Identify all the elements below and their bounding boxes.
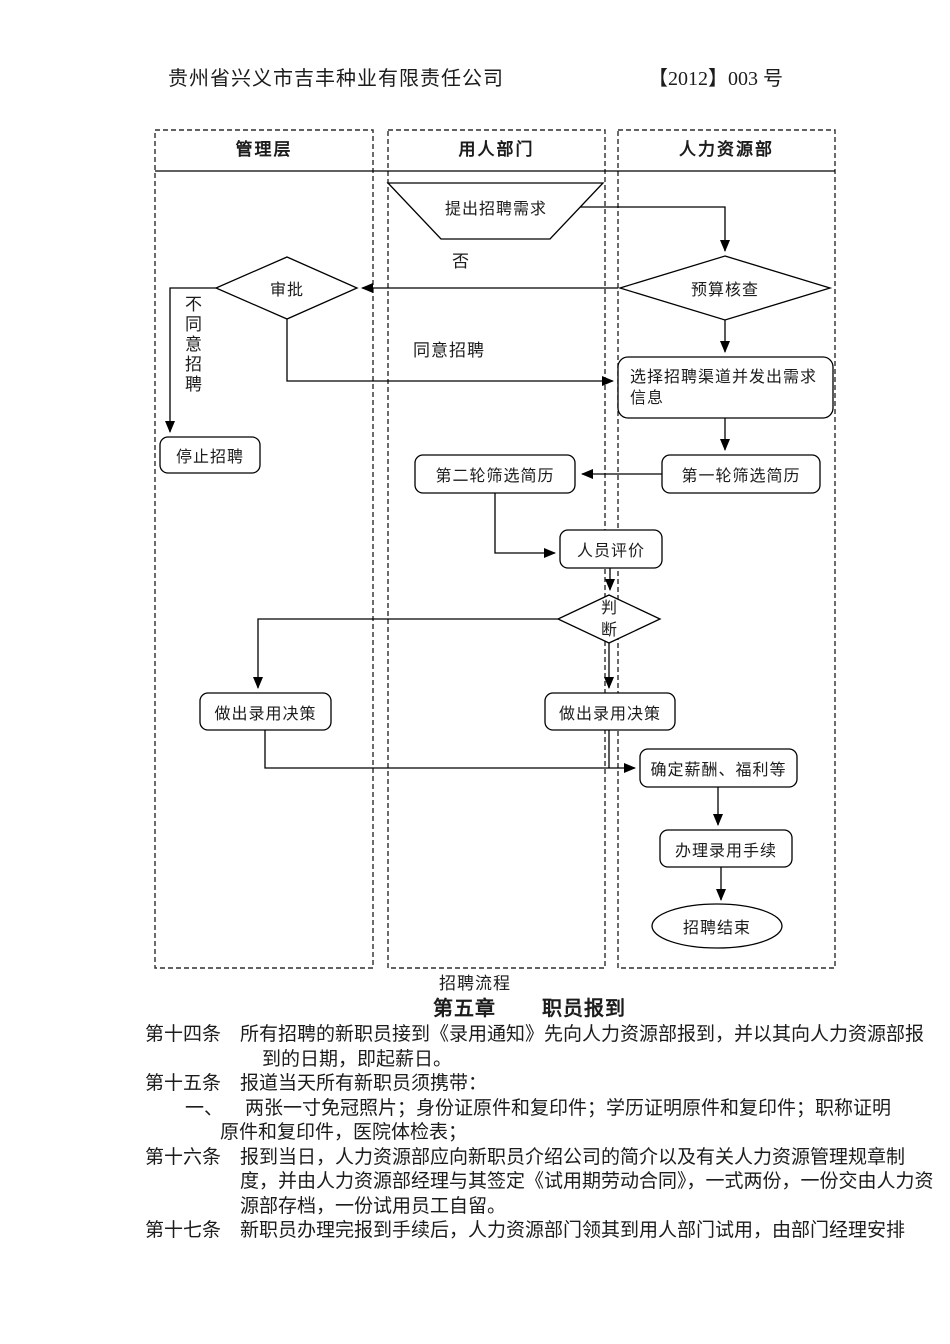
article-14-line-1: 第十四条 所有招聘的新职员接到《录用通知》先向人力资源部报到，并以其向人力资源部…	[0, 1023, 950, 1048]
article-16-text-3: 源部存档，一份试用员工自留。	[240, 1195, 507, 1217]
first-screen-node-label: 第一轮筛选简历	[681, 468, 801, 485]
channel-node-shape	[617, 356, 834, 419]
decide-dept-node-shape	[544, 692, 676, 731]
company-name: 贵州省兴义市吉丰种业有限责任公司	[168, 68, 504, 90]
judge-node-label-char2: 断	[600, 622, 617, 639]
second-screen-node-shape	[414, 454, 576, 494]
second-screen-node-label: 第二轮筛选简历	[435, 468, 555, 485]
salary-node-shape	[639, 748, 798, 788]
propose-node-shape	[386, 182, 605, 240]
approval-decision-shape	[214, 256, 359, 320]
lane-title-management: 管理层	[235, 140, 293, 159]
article-15-label: 第十五条	[145, 1073, 222, 1094]
article-15-item-1-line-1: 一、 两张一寸免冠照片；身份证原件和复印件；学历证明原件和复印件；职称证明	[0, 1097, 950, 1122]
edge-propose-to-budget	[580, 206, 730, 252]
edge-approval-disagree-to-stop	[165, 287, 216, 433]
article-16-line-3: 源部存档，一份试用员工自留。	[0, 1195, 950, 1220]
lane-title-hiring-department: 用人部门	[458, 140, 535, 159]
document-body: 第十四条 所有招聘的新职员接到《录用通知》先向人力资源部报到，并以其向人力资源部…	[0, 1023, 950, 1244]
edge-label-agree: 同意招聘	[413, 341, 485, 360]
article-15-line-1: 第十五条 报道当天所有新职员须携带：	[0, 1072, 950, 1097]
edge-second-screen-to-evaluate	[494, 493, 556, 558]
edge-label-no: 否	[452, 252, 470, 271]
article-17-label: 第十七条	[145, 1220, 222, 1241]
edge-decide-mgmt-to-salary	[264, 730, 636, 773]
lane-title-hr-department: 人力资源部	[679, 140, 774, 159]
article-16-line-2: 度，并由人力资源部经理与其签定《试用期劳动合同》，一式两份，一份交由人力资	[0, 1170, 950, 1195]
article-15-item-1-line-2: 原件和复印件，医院体检表；	[0, 1121, 950, 1146]
chapter-number: 第五章	[433, 998, 496, 1020]
chapter-heading: 第五章 职员报到	[433, 992, 626, 1021]
article-16-text-1: 报到当日，人力资源部应向新职员介绍公司的简介以及有关人力资源管理规章制	[240, 1146, 906, 1168]
lane-border-management	[154, 129, 374, 969]
judge-node-label-char1: 判	[600, 600, 617, 617]
stop-node-label: 停止招聘	[175, 449, 244, 466]
approval-node-label: 审批	[269, 282, 304, 299]
decide-dept-node-label: 做出录用决策	[558, 705, 661, 723]
decide-mgmt-node-label: 做出录用决策	[214, 705, 317, 723]
budget-decision-shape	[617, 255, 833, 321]
article-14-line-2: 到的日期，即起薪日。	[0, 1048, 950, 1073]
edge-judge-to-decide-mgmt	[253, 618, 558, 689]
article-15-text-1: 报道当天所有新职员须携带：	[240, 1073, 488, 1094]
article-14-label: 第十四条	[145, 1024, 222, 1045]
article-14-text-2: 到的日期，即起薪日。	[262, 1048, 453, 1070]
evaluate-node-shape	[559, 529, 663, 569]
article-16-label: 第十六条	[145, 1146, 222, 1168]
chapter-title: 职员报到	[542, 998, 626, 1020]
finish-node-label: 招聘结束	[682, 920, 751, 937]
article-15-item-1-text-1: 两张一寸免冠照片；身份证原件和复印件；学历证明原件和复印件；职称证明	[245, 1097, 892, 1119]
salary-node-label: 确定薪酬、福利等	[650, 762, 787, 779]
procedures-node-shape	[659, 829, 793, 868]
article-14-text-1: 所有招聘的新职员接到《录用通知》先向人力资源部报到，并以其向人力资源部报	[240, 1024, 925, 1045]
channel-node-label-line1: 选择招聘渠道并发出需求	[630, 368, 818, 386]
article-17-line-1: 第十七条 新职员办理完报到手续后，人力资源部门领其到用人部门试用，由部门经理安排	[0, 1219, 950, 1244]
article-16-line-1: 第十六条 报到当日，人力资源部应向新职员介绍公司的简介以及有关人力资源管理规章制	[0, 1146, 950, 1171]
article-16-text-2: 度，并由人力资源部经理与其签定《试用期劳动合同》，一式两份，一份交由人力资	[240, 1171, 934, 1192]
edge-approval-agree-to-channel	[286, 319, 614, 386]
document-number: 【2012】003 号	[648, 68, 783, 90]
article-15-item-1-text-2: 原件和复印件，医院体检表；	[220, 1122, 468, 1143]
judge-decision-shape	[556, 594, 662, 644]
article-17-text-1: 新职员办理完报到手续后，人力资源部门领其到用人部门试用，由部门经理安排	[240, 1220, 906, 1241]
finish-terminator-shape	[651, 903, 783, 949]
edge-label-disagree: 不同意招聘	[182, 295, 201, 395]
budget-node-label: 预算核查	[690, 282, 759, 299]
first-screen-node-shape	[661, 454, 821, 494]
procedures-node-label: 办理录用手续	[674, 842, 777, 860]
evaluate-node-label: 人员评价	[576, 543, 645, 560]
channel-node-label-line2: 信息	[630, 389, 665, 407]
propose-node-label: 提出招聘需求	[444, 201, 547, 218]
article-15-item-1-label: 一、	[185, 1097, 224, 1119]
stop-node-shape	[159, 436, 261, 474]
flowchart-caption: 招聘流程	[439, 974, 511, 993]
decide-mgmt-node-shape	[199, 692, 332, 731]
